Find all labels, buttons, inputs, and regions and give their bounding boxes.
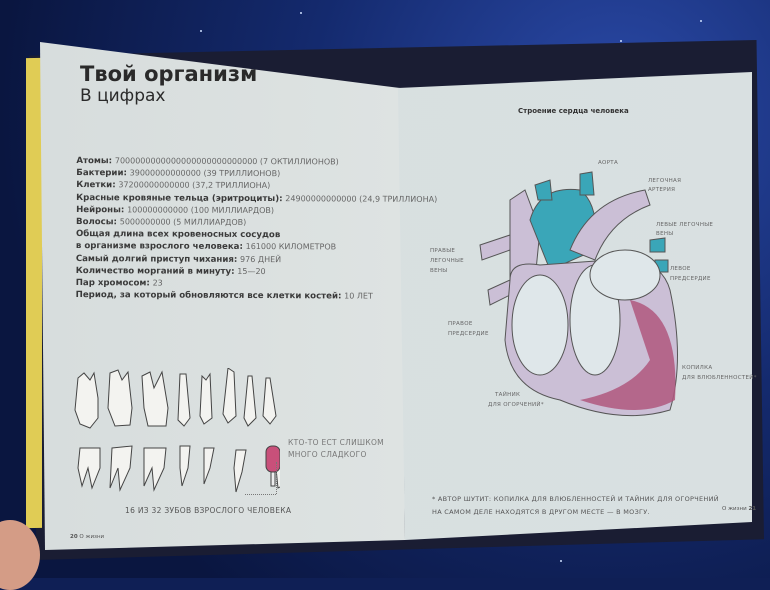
heart-label-hide-1: ТАЙНИК	[495, 392, 520, 398]
page-number-right: 21	[748, 506, 756, 512]
heart-label-left-veins-2: ВЕНЫ	[656, 231, 673, 237]
fact-label: Общая длина всех кровеносных сосудов	[76, 229, 280, 240]
heart-label-left-atrium-1: ЛЕВОЕ	[670, 266, 691, 272]
fact-value: 15—20	[237, 267, 265, 276]
section-left: О жизни	[79, 534, 104, 540]
fact-value: 23	[153, 278, 163, 287]
fact-value: 10 ЛЕТ	[344, 292, 373, 301]
fact-value: 100000000000 (100 МИЛЛИАРДОВ)	[127, 205, 274, 215]
footnote-line-1: * АВТОР ШУТИТ: КОПИЛКА ДЛЯ ВЛЮБЛЕННОСТЕЙ…	[432, 495, 719, 503]
fact-label: Клетки:	[76, 180, 115, 190]
note-leader	[276, 462, 277, 494]
heart-label-right-atrium-2: ПРЕДСЕРДИЕ	[448, 331, 489, 337]
heart-label-hide-2: ДЛЯ ОГОРЧЕНИЙ*	[488, 402, 544, 408]
page-subtitle: В цифрах	[80, 86, 166, 106]
teeth-illustration	[70, 368, 280, 508]
fact-label: Период, за который обновляются все клетк…	[76, 290, 342, 301]
fact-label: Атомы:	[76, 156, 112, 166]
fact-value: 37200000000000 (37,2 ТРИЛЛИОНА)	[118, 181, 270, 191]
fact-label: Бактерии:	[76, 168, 127, 178]
fact-label: Количество морганий в минуту:	[76, 266, 235, 277]
fact-value: 5000000000 (5 МИЛЛИАРДОВ)	[120, 217, 247, 227]
heart-label-left-atrium-2: ПРЕДСЕРДИЕ	[670, 276, 711, 282]
fact-label: Волосы:	[76, 217, 117, 227]
fact-label: Самый долгий приступ чихания:	[76, 254, 238, 265]
heart-label-right-veins-3: ВЕНЫ	[430, 268, 447, 274]
heart-label-aorta: АОРТА	[598, 160, 618, 166]
footnote-line-2: НА САМОМ ДЕЛЕ НАХОДЯТСЯ В ДРУГОМ МЕСТЕ —…	[432, 508, 650, 516]
popsicle-icon	[266, 446, 280, 472]
heart-label-right-veins-2: ЛЕГОЧНЫЕ	[430, 258, 464, 264]
heart-label-right-veins-1: ПРАВЫЕ	[430, 248, 455, 254]
fact-label: Нейроны:	[76, 205, 124, 215]
fact-value: 39000000000000 (39 ТРИЛЛИОНОВ)	[130, 169, 281, 179]
heart-label-love-2: ДЛЯ ВЛЮБЛЕННОСТЕЙ*	[682, 375, 757, 381]
heart-title: Строение сердца человека	[518, 107, 629, 115]
fact-value: 24900000000000 (24,9 ТРИЛЛИОНА)	[285, 194, 437, 204]
teeth-caption: 16 ИЗ 32 ЗУБОВ ВЗРОСЛОГО ЧЕЛОВЕКА	[125, 506, 291, 515]
popsicle-note-1: КТО-ТО ЕСТ СЛИШКОМ	[288, 438, 384, 447]
heart-label-pulm-artery-1: ЛЕГОЧНАЯ	[648, 178, 681, 184]
fact-item: Период, за который обновляются все клетк…	[76, 289, 437, 303]
heart-illustration	[470, 160, 710, 430]
fact-label: Пар хромосом:	[76, 278, 150, 288]
fact-value: 7000000000000000000000000000 (7 ОКТИЛЛИО…	[115, 156, 339, 166]
popsicle-note-2: МНОГО СЛАДКОГО	[288, 450, 367, 459]
heart-label-right-atrium-1: ПРАВОЕ	[448, 321, 473, 327]
book-edge	[26, 58, 42, 528]
heart-label-love-1: КОПИЛКА	[682, 365, 712, 371]
page-title: Твой организм	[80, 62, 257, 86]
fact-label: в организме взрослого человека:	[76, 241, 243, 252]
section-right: О жизни	[722, 506, 747, 512]
page-number-left: 20	[70, 534, 78, 540]
facts-list: Атомы: 7000000000000000000000000000 (7 О…	[76, 155, 438, 303]
fact-label: Красные кровяные тельца (эритроциты):	[76, 193, 282, 204]
heart-label-pulm-artery-2: АРТЕРИЯ	[648, 187, 675, 193]
note-leader	[245, 494, 276, 495]
heart-label-left-veins-1: ЛЕВЫЕ ЛЕГОЧНЫЕ	[656, 222, 713, 228]
fact-value: 976 ДНЕЙ	[240, 255, 281, 264]
fact-value: 161000 КИЛОМЕТРОВ	[246, 242, 337, 251]
